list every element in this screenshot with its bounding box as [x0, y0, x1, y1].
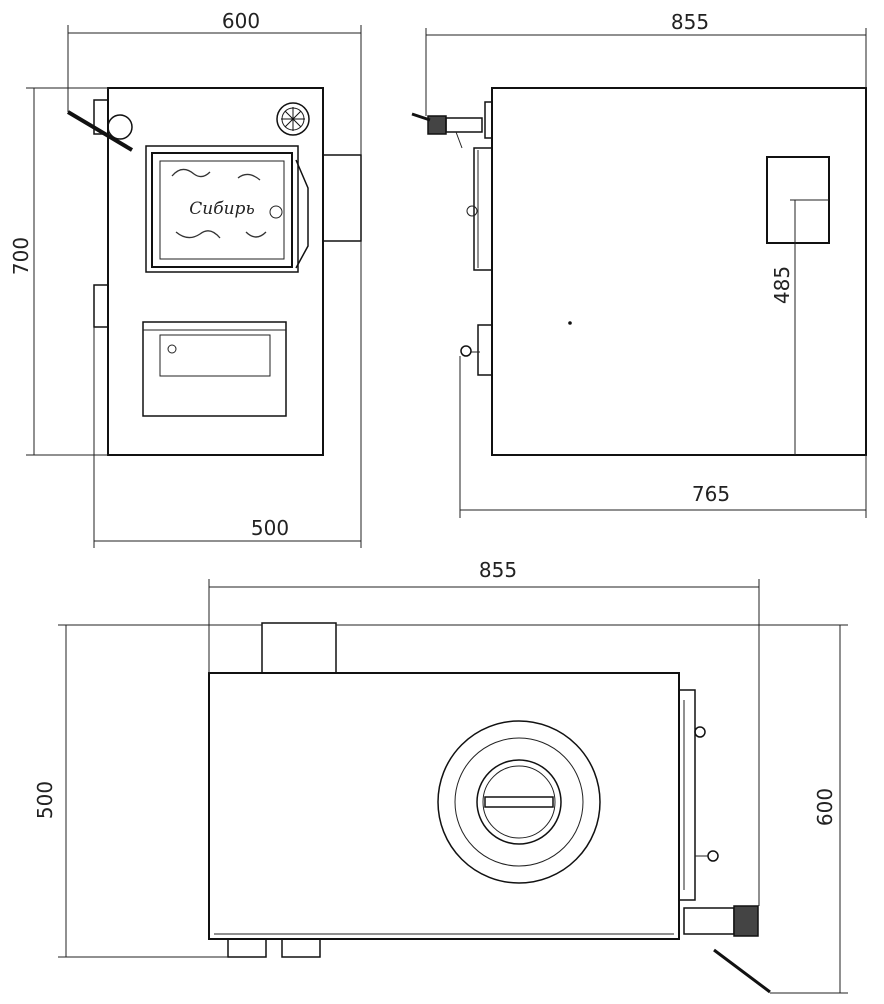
- top-cover-handle: [484, 796, 554, 808]
- side-door-hinge: [473, 147, 493, 271]
- loading-door-frame: [145, 145, 299, 273]
- thermometer-icon: [276, 102, 310, 136]
- top-thermostat-icon: [733, 905, 759, 937]
- top-dim-width-right: 600: [813, 788, 837, 826]
- top-cover-inner: [476, 759, 562, 845]
- side-body: [491, 87, 867, 456]
- front-left-bracket-bottom: [93, 284, 109, 328]
- ash-drawer: [142, 321, 287, 417]
- front-flue-pipe: [322, 154, 362, 242]
- ash-drawer-handle-icon: [167, 344, 177, 354]
- side-thermostat-icon: [427, 115, 447, 135]
- side-view: 855 485 765: [411, 10, 867, 518]
- front-left-bracket-top: [93, 99, 109, 135]
- front-lever: [66, 110, 134, 152]
- door-ornament: [171, 168, 267, 239]
- front-dim-height: 700: [9, 237, 33, 275]
- side-dim-window-height: 485: [770, 266, 794, 304]
- top-dim-width-left: 500: [33, 781, 57, 819]
- top-view: 855 500 600: [33, 558, 848, 994]
- top-flue-pipe: [261, 622, 337, 674]
- top-body: [208, 672, 680, 940]
- side-dim-depth-top: 855: [671, 10, 709, 34]
- front-dim-width-top: 600: [222, 9, 260, 33]
- top-lever: [713, 948, 771, 994]
- top-door-hinge: [678, 689, 696, 901]
- front-knob: [107, 114, 133, 140]
- side-drawer-knob-icon: [460, 345, 472, 357]
- door-logo-text: Сибирь: [189, 199, 254, 219]
- side-dim-depth-bottom: 765: [692, 482, 730, 506]
- front-view: Сибирь 600 700 500: [9, 9, 362, 548]
- top-cover-outer: [437, 720, 601, 884]
- top-dim-depth: 855: [479, 558, 517, 582]
- front-dim-width-bottom: 500: [251, 516, 289, 540]
